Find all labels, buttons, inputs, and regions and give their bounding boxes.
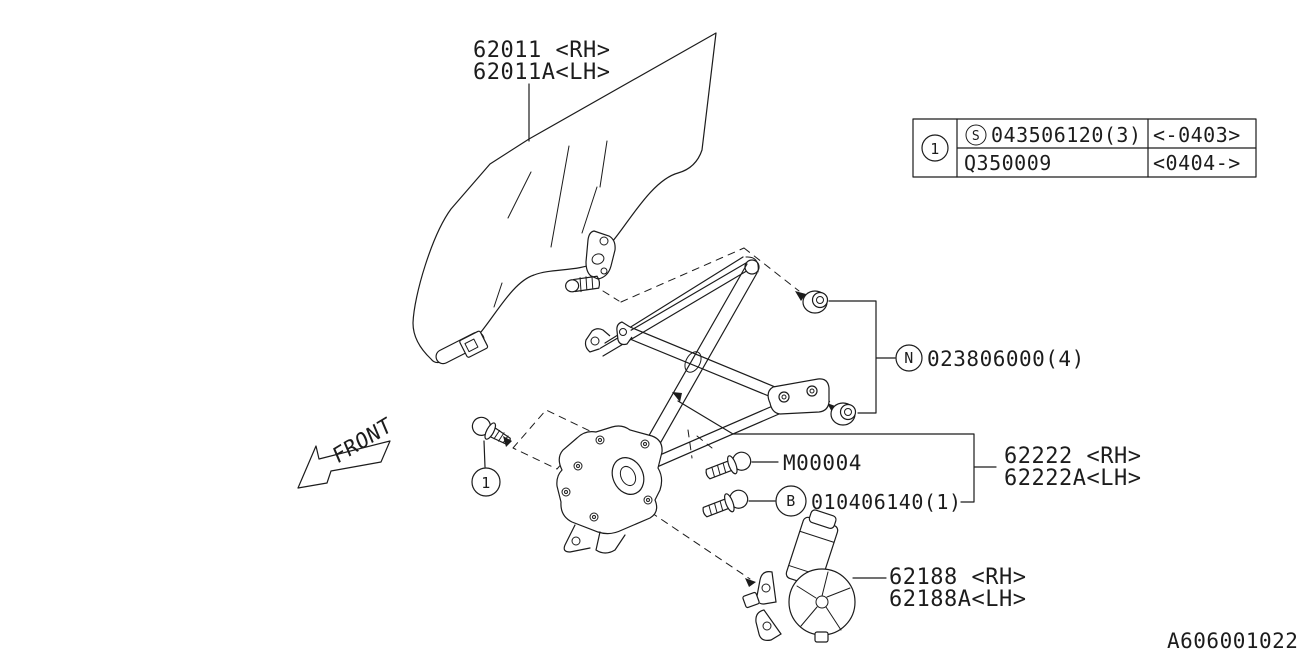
table-row1-applicability: <-0403> [1153,123,1241,147]
table-row2-part: Q350009 [964,151,1052,175]
arrowhead [827,403,838,412]
regulator-part-rh: 62222 <RH> [1004,444,1141,469]
table-callout-number: 1 [930,140,940,158]
screw-1-callout: 1 [471,467,501,497]
screw-1-number: 1 [481,474,491,492]
glass-sash-bracket [585,230,616,280]
bolt-b-part-number: 010406140(1) [811,490,962,514]
parts-table: 1 S 043506120(3) <-0403> Q350009 <0404-> [912,118,1257,178]
motor-mount-plate [556,425,663,554]
arrowhead [745,578,756,587]
bolt-b [702,489,749,518]
glass-part-lh: 62011A<LH> [473,60,610,85]
screw-1 [471,416,511,446]
table-row1-marker: S [972,129,980,144]
door-glass [412,32,717,365]
doc-number: A606001022 [1167,629,1298,653]
nut-callout: N 023806000(4) [895,344,1085,372]
arrowhead [672,392,682,402]
glass-part-rh: 62011 <RH> [473,38,610,63]
motor-part-rh: 62188 <RH> [889,565,1026,590]
nut-callout-letter: N [904,349,914,367]
front-direction-indicator: FRONT [297,412,395,489]
bolt-b-callout: B 010406140(1) [775,485,962,517]
motor-bracket-feet [742,571,782,641]
upper-rail [584,256,760,357]
arrowhead [795,291,806,301]
flange-nut-upper [802,290,829,314]
table-row1-part: 043506120(3) [991,123,1142,147]
front-label: FRONT [329,412,395,469]
nut-callout-bracket [828,300,896,414]
bolt-m-part-number: M00004 [783,451,862,475]
glass-reflection-lines [493,140,608,308]
motor-part-lh: 62188A<LH> [889,587,1026,612]
lower-rail [629,378,830,478]
regulator-callout-bracket [677,400,997,503]
door-glass-outline [412,32,717,364]
equalizer-arm [616,321,798,407]
table-row2-applicability: <0404-> [1153,151,1241,175]
window-regulator [556,256,830,554]
gear-housing-spokes [796,571,851,631]
assembly-reference-dashes [503,247,838,587]
bolt-b-letter: B [786,492,796,510]
glass-holder-clip [435,330,489,365]
nut-part-number: 023806000(4) [927,347,1085,371]
regulator-part-lh: 62222A<LH> [1004,466,1141,491]
screw-1-leader [483,440,486,468]
flange-nut-lower [830,402,857,426]
regulator-motor [742,509,856,643]
sash-stud-bolt [565,275,601,293]
bolt-m [705,451,752,480]
front-arrow [297,440,391,489]
